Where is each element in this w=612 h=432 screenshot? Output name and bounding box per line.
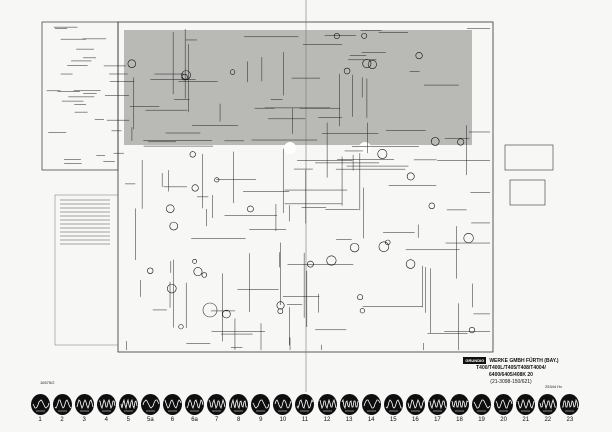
- oscillogram-label: 5: [126, 417, 130, 423]
- oscillogram: 19: [472, 394, 492, 423]
- oscillogram: 14: [361, 394, 381, 423]
- drawing-ref-left: 16575/2: [40, 380, 55, 385]
- oscillogram-label: 6: [170, 417, 175, 423]
- oscillogram-label: 8: [237, 417, 241, 423]
- company-name: WERKE GMBH FÜRTH (BAY.): [489, 358, 559, 364]
- oscillogram-waveform-icon: [361, 394, 381, 415]
- test-point: [359, 142, 371, 154]
- oscillogram: 4: [96, 394, 116, 423]
- oscillogram-label: 19: [478, 417, 485, 423]
- oscillogram: 9: [251, 394, 271, 423]
- circuit-schematic: [41, 0, 554, 392]
- oscillogram-waveform-icon: [427, 394, 447, 415]
- oscillogram-label: 12: [323, 417, 331, 423]
- schematic-frame: [117, 21, 494, 353]
- oscillogram: 3: [74, 394, 94, 423]
- oscillogram-label: 21: [522, 417, 530, 423]
- oscillogram: 11: [295, 394, 315, 423]
- oscillogram-waveform-icon: [52, 394, 72, 415]
- oscillogram-label: 20: [500, 417, 507, 423]
- oscillogram-label: 5a: [147, 417, 154, 423]
- oscillogram: 13: [339, 394, 359, 423]
- models-line-2: 6400/6405/408K 20: [489, 372, 533, 378]
- speaker-table: [509, 179, 546, 206]
- oscillogram: 2: [52, 394, 72, 423]
- shaded-rf-section: [124, 30, 472, 145]
- oscillogram-label: 1: [38, 417, 42, 423]
- models-line-1: T400/T400L/T405/T408/T4004/: [476, 365, 546, 371]
- oscillogram: 7: [207, 394, 227, 423]
- oscillogram-label: 23: [566, 417, 574, 423]
- oscillogram-waveform-icon: [273, 394, 293, 415]
- oscillogram-waveform-icon: [118, 394, 138, 415]
- oscillogram-label: 15: [389, 417, 397, 423]
- oscillogram-label: 3: [82, 417, 86, 423]
- oscillogram-waveform-icon: [30, 394, 50, 415]
- oscillogram-waveform-icon: [140, 394, 160, 415]
- oscillogram: 21: [516, 394, 536, 423]
- oscillogram-waveform-icon: [560, 394, 580, 415]
- oscillogram-label: 16: [411, 417, 419, 423]
- left-tuner-panel: [41, 21, 119, 171]
- oscillogram-label: 11: [301, 417, 309, 423]
- oscillogram: 22: [538, 394, 558, 423]
- oscillogram: 10: [273, 394, 293, 423]
- oscillogram-label: 2: [60, 417, 64, 423]
- oscillogram-waveform-icon: [383, 394, 403, 415]
- oscillogram: 23: [560, 394, 580, 423]
- oscillogram: 1: [30, 394, 50, 423]
- left-lower-panel: [54, 194, 119, 346]
- tuning-dial: [202, 302, 218, 318]
- oscillogram: 6: [162, 394, 182, 423]
- oscillogram-label: 22: [544, 417, 552, 423]
- part-number: (21-3098-150/621): [490, 379, 532, 385]
- oscillogram-waveform-icon: [74, 394, 94, 415]
- oscillogram-waveform-icon: [162, 394, 182, 415]
- oscillogram: 6a: [185, 394, 205, 423]
- oscillogram-waveform-icon: [516, 394, 536, 415]
- oscillogram: 18: [449, 394, 469, 423]
- oscillogram-label: 10: [279, 417, 287, 423]
- oscillogram-waveform-icon: [251, 394, 271, 415]
- test-point: [284, 142, 296, 154]
- oscillogram: 16: [405, 394, 425, 423]
- oscillogram: 8: [229, 394, 249, 423]
- oscillogram-waveform-icon: [317, 394, 337, 415]
- oscillogram-waveform-icon: [449, 394, 469, 415]
- oscillogram: 5: [118, 394, 138, 423]
- oscillogram-waveform-icon: [96, 394, 116, 415]
- oscillogram-label: 6a: [191, 417, 198, 423]
- oscillogram: 15: [383, 394, 403, 423]
- oscillogram: 20: [494, 394, 514, 423]
- oscillogram-waveform-icon: [538, 394, 558, 415]
- oscillogram-waveform-icon: [207, 394, 227, 415]
- oscillogram-waveform-icon: [295, 394, 315, 415]
- oscillogram-waveform-icon: [229, 394, 249, 415]
- brand-logo: GRUNDIG: [463, 357, 487, 364]
- oscillogram-label: 14: [367, 417, 375, 423]
- oscillogram-waveform-icon: [494, 394, 514, 415]
- oscillogram: 12: [317, 394, 337, 423]
- oscillogram-label: 7: [214, 417, 219, 423]
- oscillogram-waveform-icon: [185, 394, 205, 415]
- right-output-panel: [504, 144, 554, 171]
- oscillogram-waveform-icon: [339, 394, 359, 415]
- oscillogram-label: 18: [456, 417, 463, 423]
- oscillogram: 17: [427, 394, 447, 423]
- drawing-ref-right: 25344 Hv: [545, 384, 563, 389]
- oscillogram-label: 13: [345, 417, 353, 423]
- oscillogram-waveform-icon: [472, 394, 492, 415]
- oscillogram-label: 17: [434, 417, 441, 423]
- oscillogram-label: 4: [104, 417, 108, 423]
- oscillogram: 5a: [140, 394, 160, 423]
- oscillogram-waveform-icon: [405, 394, 425, 415]
- wiring: [46, 26, 490, 350]
- oscillogram-label: 9: [259, 417, 263, 423]
